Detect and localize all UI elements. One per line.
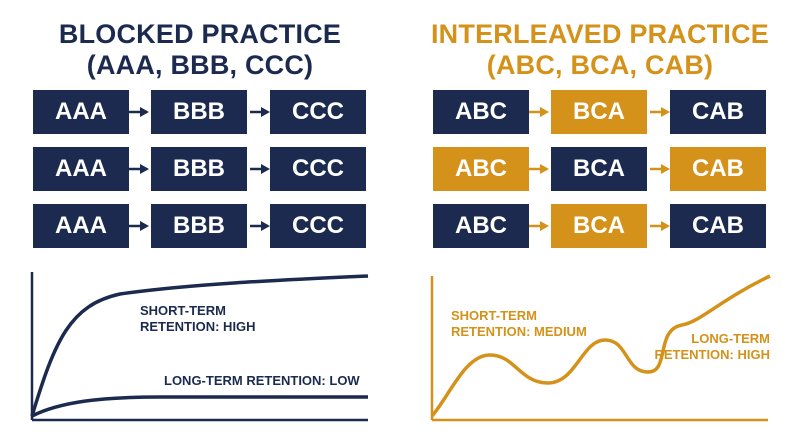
arrow-right-icon [529,107,549,117]
blocked-box-r3-c1: AAA [33,204,129,248]
blocked-practice-panel: BLOCKED PRACTICE (AAA, BBB, CCC) AAA BBB… [30,19,369,422]
arrow-right-icon [529,164,549,174]
retention-curve [430,274,771,418]
arrow-right-icon [250,107,270,117]
blocked-box-r2-c3: CCC [270,147,366,191]
short-term-label: SHORT-TERM RETENTION: HIGH [140,303,256,334]
blocked-box-r3-c2: BBB [151,204,247,248]
interleaved-title: INTERLEAVED PRACTICE [430,19,770,49]
arrow-right-icon [129,107,149,117]
arrow-right-icon [129,164,149,174]
interleaved-retention-graph [430,274,771,422]
blocked-box-r1-c3: CCC [270,90,366,134]
interleaved-box-r1-c1: ABC [433,90,529,134]
arrow-right-icon [650,221,670,231]
interleaved-box-r3-c2: BCA [551,204,647,248]
blocked-box-r2-c2: BBB [151,147,247,191]
arrow-right-icon [129,221,149,231]
interleaved-box-r2-c3: CAB [670,147,766,191]
interleaved-subtitle: (ABC, BCA, CAB) [486,50,714,80]
short-term-label: SHORT-TERM RETENTION: MEDIUM [451,308,587,339]
interleaved-box-r3-c1: ABC [433,204,529,248]
arrow-right-icon [650,107,670,117]
interleaved-box-r3-c3: CAB [670,204,766,248]
blocked-retention-graph [30,272,369,422]
blocked-box-r1-c2: BBB [151,90,247,134]
interleaved-practice-panel: INTERLEAVED PRACTICE (ABC, BCA, CAB) ABC… [400,0,800,447]
arrow-right-icon [650,164,670,174]
blocked-subtitle: (AAA, BBB, CCC) [86,50,314,80]
arrow-right-icon [250,221,270,231]
interleaved-box-r2-c2: BCA [551,147,647,191]
short-term-curve [30,274,369,417]
blocked-box-r1-c1: AAA [33,90,129,134]
arrow-right-icon [529,221,549,231]
blocked-box-r2-c1: AAA [33,147,129,191]
arrow-right-icon [250,164,270,174]
long-term-label: LONG-TERM RETENTION: HIGH [654,331,770,362]
long-term-label: LONG-TERM RETENTION: LOW [164,373,360,388]
long-term-curve [31,395,368,418]
interleaved-box-r1-c3: CAB [670,90,766,134]
blocked-title: BLOCKED PRACTICE [58,19,342,49]
blocked-box-r3-c3: CCC [270,204,366,248]
interleaved-box-r2-c1: ABC [433,147,529,191]
interleaved-box-r1-c2: BCA [551,90,647,134]
